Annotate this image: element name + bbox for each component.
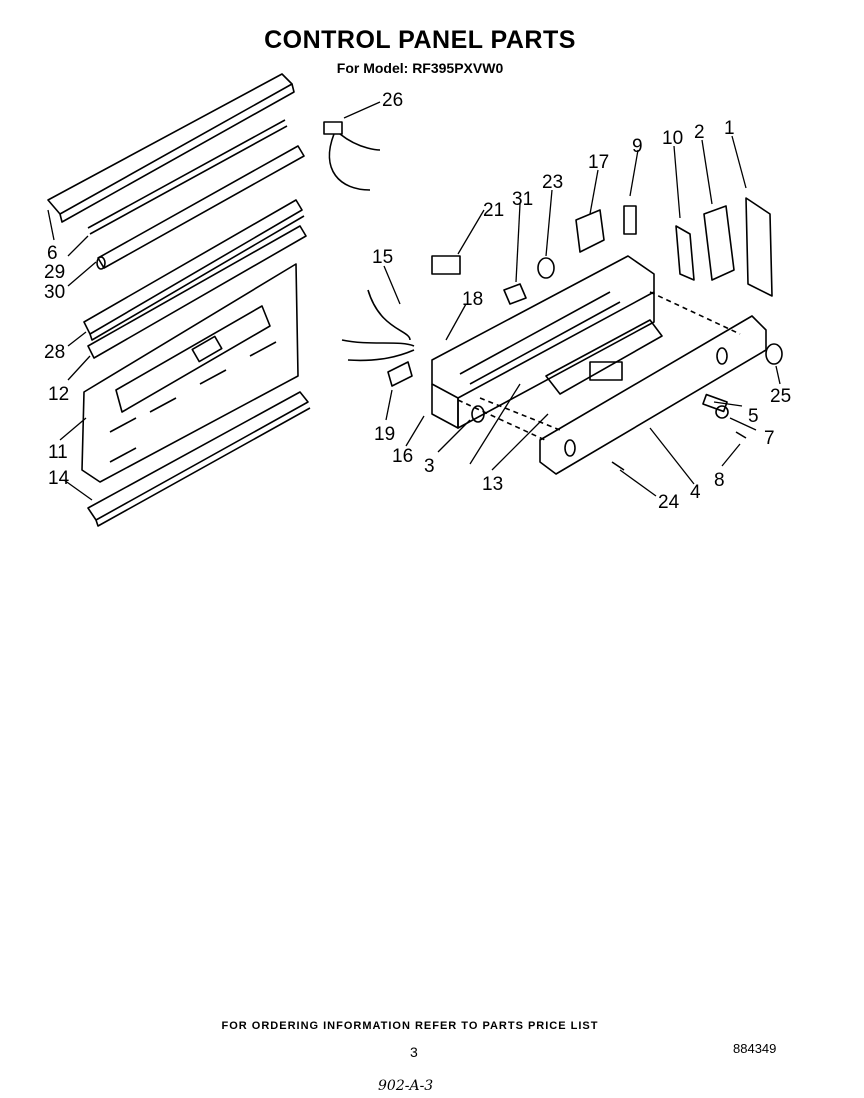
part-12-bracket	[87, 225, 307, 359]
callout-23: 23	[542, 172, 563, 193]
part-17-clock	[575, 209, 605, 253]
part-25-grommet	[765, 343, 783, 365]
part-10-bracket	[675, 225, 695, 281]
callout-7: 7	[764, 428, 775, 449]
callout-3: 3	[424, 456, 435, 477]
callout-24: 24	[658, 492, 680, 513]
part-15-wiring	[341, 289, 415, 362]
part-29-tube	[96, 145, 305, 270]
callout-1: 1	[724, 118, 735, 139]
part-24-screw	[611, 461, 625, 471]
part-2-bracket	[703, 205, 735, 281]
part-6-trim-strip	[47, 73, 295, 223]
part-1-endcap	[745, 197, 773, 297]
callout-13: 13	[482, 474, 503, 495]
leader-lines	[47, 101, 781, 501]
callout-2: 2	[694, 122, 705, 143]
part-26-harness	[323, 121, 381, 191]
callout-25: 25	[770, 386, 791, 407]
callout-4: 4	[690, 482, 701, 503]
callout-31: 31	[512, 189, 533, 210]
document-number: 884349	[733, 1041, 777, 1056]
handwritten-note: 902-A-3	[378, 1078, 434, 1094]
part-11-rear-panel	[81, 263, 299, 483]
callout-11: 11	[48, 442, 68, 463]
callout-10: 10	[662, 128, 683, 149]
part-13-circuit-board	[545, 319, 663, 395]
part-31-clip	[503, 283, 527, 305]
part-3-plug	[471, 405, 485, 423]
callout-14: 14	[48, 468, 70, 489]
part-8-screw	[735, 431, 747, 439]
callout-19: 21	[483, 200, 504, 221]
part-7-washer	[715, 405, 729, 419]
part-27-channel	[83, 199, 305, 341]
page-number: 3	[410, 1044, 418, 1060]
part-23-switch	[537, 257, 555, 279]
callout-27: 28	[44, 342, 65, 363]
part-9-lamp	[623, 205, 637, 235]
callout-16: 16	[392, 446, 413, 467]
callout-18: 18	[462, 289, 483, 310]
callout-5: 5	[748, 406, 759, 427]
callout-8: 8	[714, 470, 725, 491]
part-19-relay	[431, 255, 461, 275]
part-21-socket	[387, 361, 413, 387]
model-subtitle: For Model: RF395PXVW0	[336, 60, 504, 76]
callout-12: 12	[48, 384, 69, 405]
callout-6: 6	[47, 243, 58, 264]
part-14-bottom-trim	[87, 391, 311, 527]
assembly-guide-lines	[457, 291, 741, 441]
callout-28: 29	[44, 262, 65, 283]
callout-17: 17	[588, 152, 609, 173]
part-16-console-housing	[431, 255, 655, 429]
callout-labels: 6 29 30 28 12 11 14 26 21 31 23 17 9 10 …	[44, 90, 791, 513]
callout-26: 26	[382, 90, 403, 111]
callout-29: 30	[44, 282, 65, 303]
callout-21: 19	[374, 424, 395, 445]
part-28-rod	[87, 119, 288, 235]
callout-9: 9	[632, 136, 643, 157]
callout-15: 15	[372, 247, 393, 268]
page-title: CONTROL PANEL PARTS	[264, 26, 576, 54]
part-4-front-panel	[539, 315, 767, 475]
ordering-info-note: FOR ORDERING INFORMATION REFER TO PARTS …	[221, 1020, 599, 1032]
